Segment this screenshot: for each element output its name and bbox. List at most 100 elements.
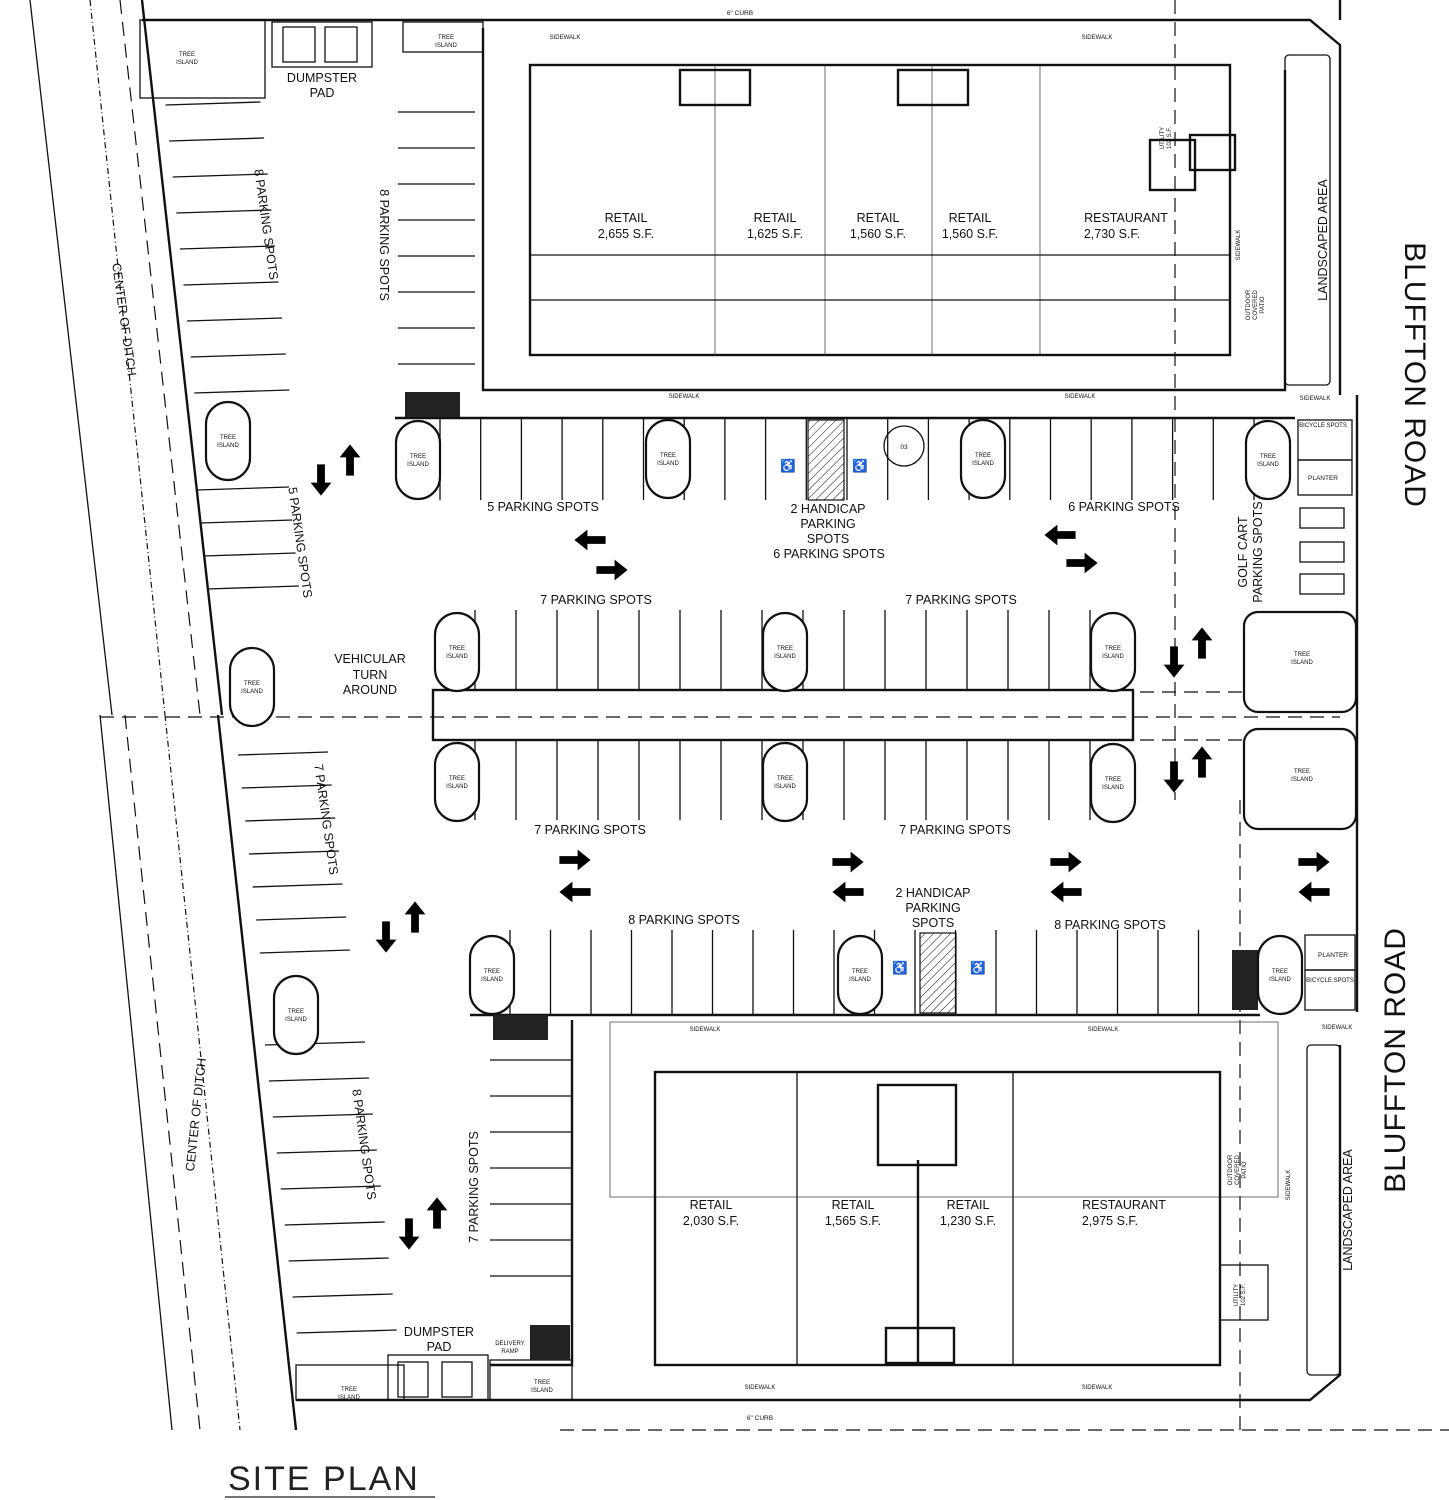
tree-island-label: TREE xyxy=(341,1387,357,1393)
stall-line xyxy=(179,245,275,250)
common-dumpster-pad-0: DUMPSTER xyxy=(287,71,357,85)
tree-island-label: ISLAND xyxy=(407,462,429,468)
traffic-arrow-icon xyxy=(832,881,864,903)
tree-island-label: ISLAND xyxy=(972,461,994,467)
common-sidewalk: SIDEWALK xyxy=(690,1027,721,1033)
tree-island-label: TREE xyxy=(534,1380,550,1386)
parking-top-row-handicap-3: 6 PARKING SPOTS xyxy=(773,547,885,561)
tree-island: TREE ISLAND xyxy=(433,611,481,693)
handicap-icon: ♿ xyxy=(892,960,908,975)
utility-area-bottom: 102 S.F. xyxy=(1241,1284,1247,1306)
right-amenities: BICYCLE SPOTS PLANTER PLANTER BICYCLE SP… xyxy=(1297,179,1356,1271)
utility-label-bottom: UTILITY xyxy=(1234,1284,1240,1306)
common-sidewalk: SIDEWALK xyxy=(1082,1385,1113,1391)
parking-bottom-row-right-8: 8 PARKING SPOTS xyxy=(1054,918,1166,932)
parking-lane-bottom-7: 7 PARKING SPOTS xyxy=(467,1131,481,1243)
traffic-arrow-icon xyxy=(1050,851,1082,873)
tree-island: TREE ISLAND xyxy=(761,611,809,693)
tree-island-label: ISLAND xyxy=(285,1017,307,1023)
parking-turnaround-1: TURN xyxy=(353,668,388,682)
bottom-building: RETAIL 2,030 S.F. RETAIL 1,565 S.F. RETA… xyxy=(609,1021,1353,1391)
parking-bottom-row-handicap-2: SPOTS xyxy=(912,916,954,930)
common-patio-0: OUTDOOR xyxy=(1228,1154,1234,1185)
bottom-building-units-1-use: RETAIL xyxy=(832,1198,875,1212)
traffic-arrow-icon xyxy=(832,851,864,873)
stall-line xyxy=(296,1329,397,1334)
tree-island-label: TREE xyxy=(220,435,236,441)
common-sidewalk: SIDEWALK xyxy=(1065,394,1096,400)
tree-island-label: TREE xyxy=(484,969,500,975)
common-sidewalk: SIDEWALK xyxy=(1322,1025,1353,1031)
common-patio-1: COVERED xyxy=(1253,289,1259,319)
stall-line xyxy=(196,486,290,491)
tree-island-label: ISLAND xyxy=(1269,977,1291,983)
tree-island-label: TREE xyxy=(777,646,793,652)
tree-island-label: ISLAND xyxy=(774,654,796,660)
tree-island-label: ISLAND xyxy=(657,461,679,467)
parking-left-lower-7: 7 PARKING SPOTS xyxy=(311,763,340,875)
stall-line xyxy=(248,850,339,855)
tree-island-label: TREE xyxy=(1294,769,1310,775)
top-building-units-0-area: 2,655 S.F. xyxy=(598,227,654,241)
stall-line xyxy=(238,751,329,756)
common-sidewalk: SIDEWALK xyxy=(1236,230,1242,261)
stall-line xyxy=(200,519,293,524)
stall-line xyxy=(252,883,343,888)
stall-line xyxy=(259,949,350,954)
traffic-arrow-icon xyxy=(404,901,426,933)
top-building-units-2-use: RETAIL xyxy=(857,211,900,225)
tree-islands: TREE ISLAND TREE ISLAND TREE ISLAND TREE ISLAND… xyxy=(176,35,1358,1401)
common-patio-2: PATIO xyxy=(1242,1161,1248,1178)
traffic-arrow-icon xyxy=(1044,524,1076,546)
traffic-arrow-icon xyxy=(1191,627,1213,659)
tree-island-label: TREE xyxy=(179,52,195,58)
tree-island-label: ISLAND xyxy=(481,977,503,983)
bottom-building-units-3-use: RESTAURANT xyxy=(1082,1198,1166,1212)
tree-island-label: TREE xyxy=(777,776,793,782)
tree-island-label: TREE xyxy=(449,646,465,652)
tree-island-label: ISLAND xyxy=(1291,660,1313,666)
stall-line xyxy=(272,1113,373,1118)
bottom-building-units-0-area: 2,030 S.F. xyxy=(683,1214,739,1228)
tree-island-label: ISLAND xyxy=(1257,462,1279,468)
stall-line xyxy=(256,916,347,921)
tree-island-label: TREE xyxy=(288,1009,304,1015)
tree-island-label: ISLAND xyxy=(849,977,871,983)
bottom-building-units-1-area: 1,565 S.F. xyxy=(825,1214,881,1228)
handicap-icon: ♿ xyxy=(970,960,986,975)
parking-turnaround-2: AROUND xyxy=(343,683,397,697)
common-sidewalk: SIDEWALK xyxy=(1300,396,1331,402)
parking-stall-lines xyxy=(165,101,1255,1334)
traffic-arrow-icon xyxy=(1163,761,1185,793)
tree-island-label: ISLAND xyxy=(531,1388,553,1394)
stall-line xyxy=(284,1221,385,1226)
common-sidewalk: SIDEWALK xyxy=(1088,1027,1119,1033)
property-outline xyxy=(139,0,1449,1431)
ditch-label-bottom: CENTER OF DITCH xyxy=(183,1057,209,1172)
stall-line xyxy=(276,1149,377,1154)
bottom-building-units-2-area: 1,230 S.F. xyxy=(940,1214,996,1228)
traffic-arrow-icon xyxy=(574,529,606,551)
traffic-arrow-icon xyxy=(1066,552,1098,574)
tree-island-label: ISLAND xyxy=(446,654,468,660)
common-sidewalk: SIDEWALK xyxy=(1082,35,1113,41)
top-building-units-0-use: RETAIL xyxy=(605,211,648,225)
common-bicycle-spots: BICYCLE SPOTS xyxy=(1306,978,1354,984)
tree-island-label: ISLAND xyxy=(217,443,239,449)
parking-left-bottom-8: 8 PARKING SPOTS xyxy=(349,1088,378,1200)
common-dumpster-pad-1: PAD xyxy=(427,1340,452,1354)
tree-island-label: TREE xyxy=(1294,652,1310,658)
common-sidewalk: SIDEWALK xyxy=(550,35,581,41)
common-planter: PLANTER xyxy=(1318,952,1348,959)
